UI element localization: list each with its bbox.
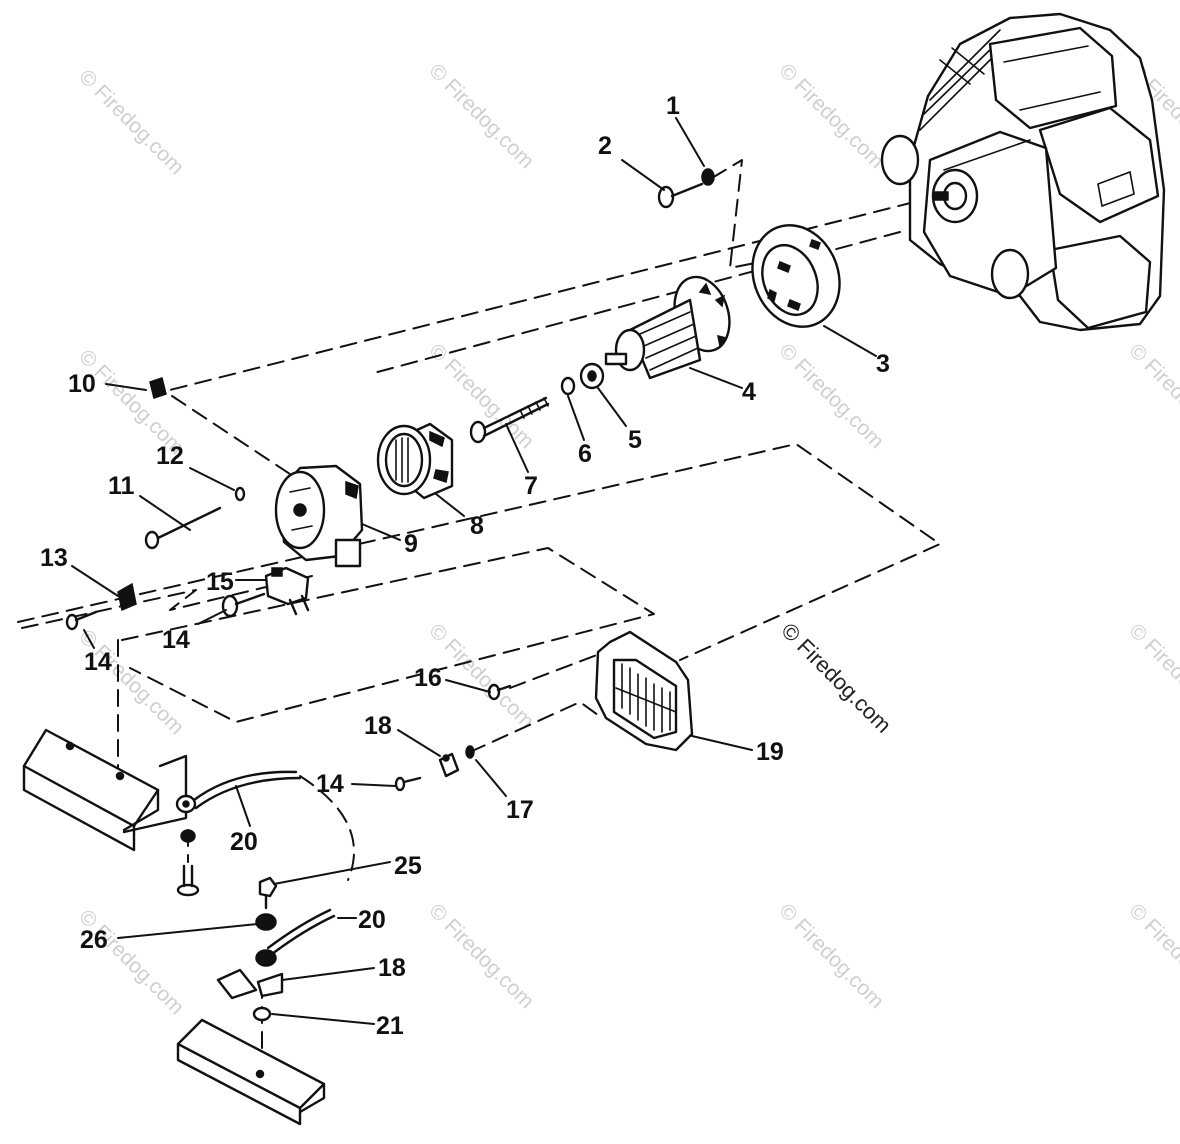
part-20-wire-upper	[175, 770, 302, 897]
part-4-rotor	[604, 275, 731, 380]
callout-20: 20	[230, 828, 258, 856]
part-19-grille	[594, 630, 694, 752]
callout-7: 7	[524, 472, 538, 500]
part-14-screw-c	[394, 776, 422, 792]
part-18-terminal-b	[216, 968, 284, 1000]
callout-1: 1	[666, 92, 680, 120]
bracket-lower	[176, 1018, 326, 1126]
part-17-washer	[465, 745, 475, 759]
callout-17: 17	[506, 796, 534, 824]
callout-18: 18	[364, 712, 392, 740]
callout-26: 26	[80, 926, 108, 954]
watermark-text-dark: © Firedog.com	[776, 618, 896, 738]
callout-9: 9	[404, 530, 418, 558]
part-13-clip	[117, 582, 137, 612]
callout-13: 13	[40, 544, 68, 572]
bracket-upper	[22, 728, 188, 852]
part-12-washer	[234, 486, 246, 502]
watermark-text: © Firedog.com	[74, 905, 188, 1019]
part-5-spacer	[579, 362, 605, 390]
part-18-terminal-a	[438, 752, 460, 778]
part-1-washer	[701, 168, 715, 186]
part-25-bolt	[258, 876, 278, 910]
watermark-text: © Firedog.com	[774, 899, 888, 1013]
callout-25: 25	[394, 852, 422, 880]
part-6-washer	[560, 376, 576, 396]
part-7-through-bolt	[469, 396, 550, 444]
callout-15: 15	[206, 568, 234, 596]
part-26-washer	[255, 913, 277, 931]
watermark-text: © Firedog.com	[774, 339, 888, 453]
watermark-text: © Firedog.com	[774, 59, 888, 173]
callout-20: 20	[358, 906, 386, 934]
callout-2: 2	[598, 132, 612, 160]
part-9-end-housing	[274, 464, 364, 568]
part-21-washer	[252, 1006, 272, 1022]
callout-14: 14	[316, 770, 344, 798]
callout-labels: 1 2 3 4 5 6 7 8 9 10 11 12 13 14 14 14 1…	[40, 92, 890, 1040]
watermark-text: © Firedog.com	[1124, 339, 1180, 453]
part-11-bolt	[144, 506, 222, 550]
callout-11: 11	[108, 472, 135, 500]
part-3-stator-ring	[751, 224, 841, 328]
part-10-nut	[149, 377, 167, 399]
callout-10: 10	[68, 370, 96, 398]
callout-16: 16	[414, 664, 442, 692]
part-14-screw-b	[221, 592, 266, 618]
watermark-text: © Firedog.com	[74, 65, 188, 179]
part-20-wire-lower	[255, 908, 336, 967]
callout-14: 14	[162, 626, 190, 654]
watermark-text: © Firedog.com	[424, 899, 538, 1013]
callout-3: 3	[876, 350, 890, 378]
callout-21: 21	[376, 1012, 404, 1040]
leader-lines	[71, 117, 877, 1025]
callout-19: 19	[756, 738, 784, 766]
engine	[880, 12, 1166, 332]
part-15-regulator	[264, 566, 310, 616]
callout-6: 6	[578, 440, 592, 468]
callout-12: 12	[156, 442, 184, 470]
watermark-text: © Firedog.com	[1124, 619, 1180, 733]
part-2-bolt	[657, 182, 704, 209]
watermark-text: © Firedog.com	[1124, 899, 1180, 1013]
callout-4: 4	[742, 378, 756, 406]
callout-14: 14	[84, 648, 112, 676]
callout-18: 18	[378, 954, 406, 982]
callout-5: 5	[628, 426, 642, 454]
watermark-text: © Firedog.com	[424, 59, 538, 173]
part-8-sleeve	[376, 422, 454, 500]
callout-8: 8	[470, 512, 484, 540]
part-14-screw-a	[65, 610, 98, 631]
